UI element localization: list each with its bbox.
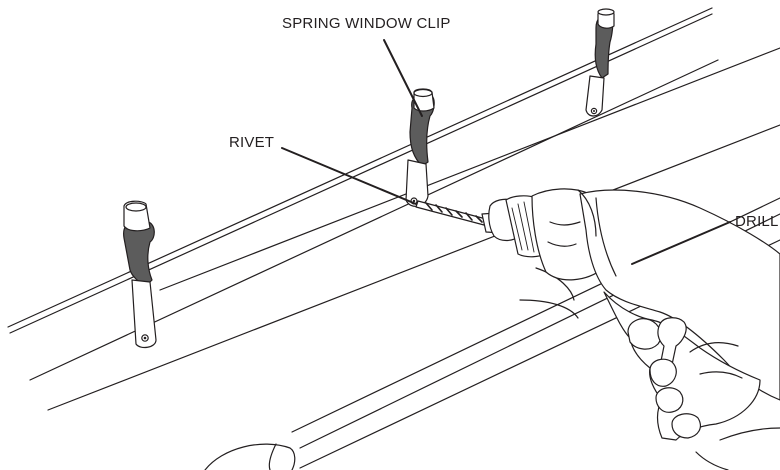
leader-lines [281,39,731,265]
spring-window-clip-right [585,8,615,117]
leader-drill [631,221,731,265]
drill [488,188,780,401]
label-rivet: RIVET [229,134,275,151]
hand [603,291,780,470]
label-drill: DRILL [735,213,779,230]
spring-window-clip-left [123,200,157,349]
leader-rivet [281,147,417,205]
label-spring-window-clip: SPRING WINDOW CLIP [282,15,451,32]
leader-spring-window-clip [383,39,423,117]
spring-window-clip-middle [405,88,435,207]
